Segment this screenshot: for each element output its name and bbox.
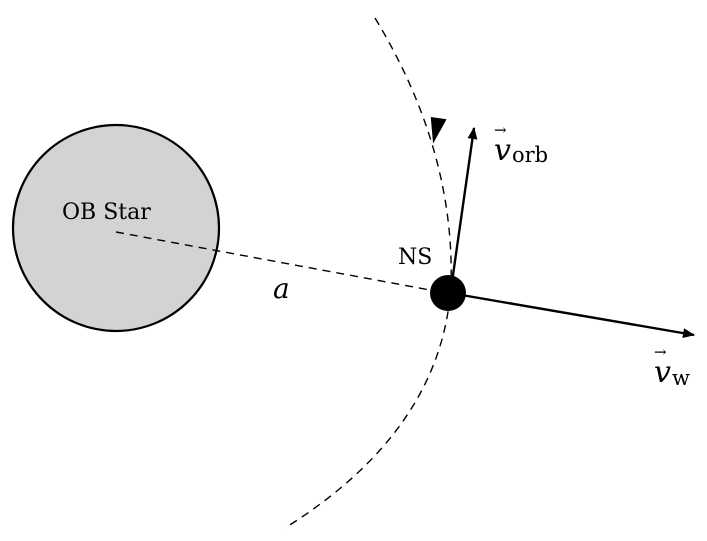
v-wind-label: → v w — [654, 343, 690, 390]
v-orb-arrow — [450, 127, 478, 283]
v-wind-arrow — [449, 291, 695, 339]
v-orb-subscript: orb — [512, 143, 548, 167]
v-orb-symbol: v — [494, 133, 511, 168]
v-wind-vector-arrow: → — [654, 343, 667, 361]
neutron-star — [430, 275, 466, 311]
orbit-direction-arrow — [430, 117, 447, 144]
ob-star — [11, 123, 221, 333]
separation-line — [115, 231, 431, 291]
v-wind-subscript: w — [672, 366, 690, 390]
star-label: OB Star — [62, 200, 151, 225]
v-orb-vector-arrow: → — [494, 121, 507, 139]
v-orb-label: → v orb — [494, 121, 548, 168]
separation-label: a — [273, 272, 290, 305]
orbit-path — [284, 17, 452, 529]
v-wind-symbol: v — [654, 355, 671, 390]
ns-label: NS — [398, 245, 432, 270]
